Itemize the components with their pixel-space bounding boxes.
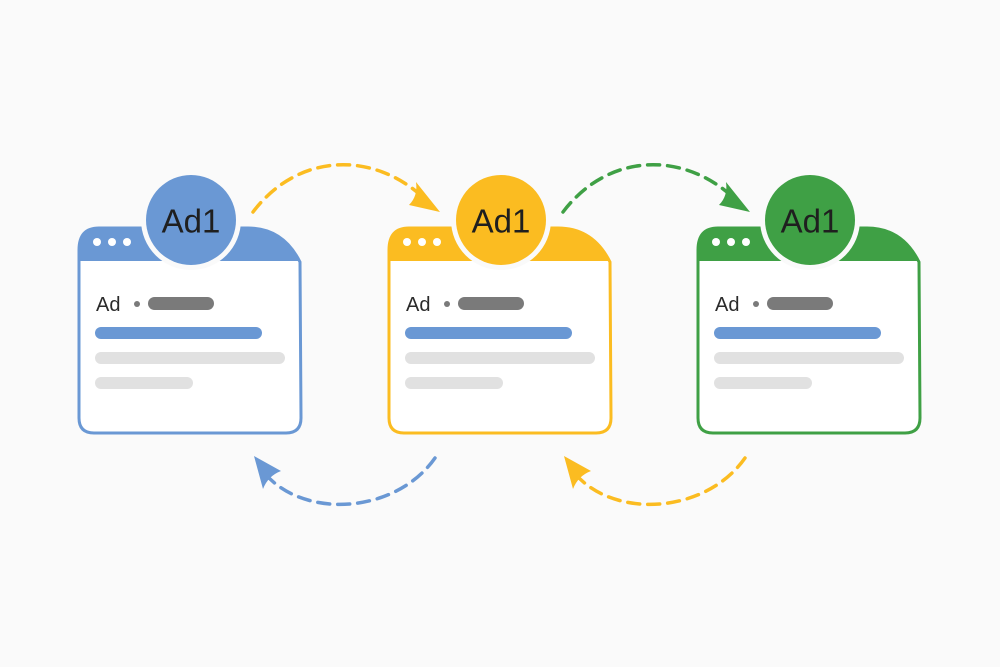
window-dot-icon: [433, 238, 441, 246]
arrow-green-to-yellow-head: [564, 456, 591, 489]
window-dot-icon: [123, 238, 131, 246]
separator-dot-icon: [134, 301, 140, 307]
ad-card-green: Ad1 Ad: [696, 170, 922, 435]
window-dot-icon: [742, 238, 750, 246]
headline-placeholder: [714, 327, 881, 339]
arrow-green-to-yellow: [564, 456, 747, 507]
badge-green: [765, 175, 855, 265]
headline-placeholder: [405, 327, 572, 339]
window-dot-icon: [403, 238, 411, 246]
url-placeholder: [767, 297, 833, 310]
arrow-yellow-to-blue-head: [254, 456, 281, 489]
window-dot-icon: [108, 238, 116, 246]
text-placeholder: [95, 352, 285, 364]
separator-dot-icon: [444, 301, 450, 307]
window-dot-icon: [418, 238, 426, 246]
badge-yellow: [456, 175, 546, 265]
url-placeholder: [458, 297, 524, 310]
text-placeholder: [405, 352, 595, 364]
arrow-yellow-to-blue-curve: [260, 456, 437, 507]
arrow-yellow-to-green-curve: [561, 163, 744, 214]
text-placeholder: [405, 377, 503, 389]
arrow-green-to-yellow-curve: [570, 456, 747, 507]
arrow-yellow-to-green: [561, 163, 750, 214]
ad-label: Ad: [715, 294, 739, 316]
arrow-blue-to-yellow-curve: [251, 163, 434, 214]
headline-placeholder: [95, 327, 262, 339]
arrow-blue-to-yellow: [251, 163, 440, 214]
url-placeholder: [148, 297, 214, 310]
ad-card-blue: Ad1 Ad: [77, 170, 303, 435]
separator-dot-icon: [753, 301, 759, 307]
badge-yellow-label: Ad1: [472, 203, 531, 240]
ad-card-yellow: Ad1 Ad: [387, 170, 613, 435]
window-dot-icon: [727, 238, 735, 246]
arrow-blue-to-yellow-head: [409, 182, 440, 212]
arrow-yellow-to-blue: [254, 456, 437, 507]
ad-label: Ad: [406, 294, 430, 316]
badge-blue-label: Ad1: [162, 203, 221, 240]
window-dot-icon: [712, 238, 720, 246]
window-dot-icon: [93, 238, 101, 246]
badge-green-label: Ad1: [781, 203, 840, 240]
arrow-yellow-to-green-head: [719, 182, 750, 212]
text-placeholder: [95, 377, 193, 389]
ad-label: Ad: [96, 294, 120, 316]
text-placeholder: [714, 377, 812, 389]
text-placeholder: [714, 352, 904, 364]
badge-blue: [146, 175, 236, 265]
